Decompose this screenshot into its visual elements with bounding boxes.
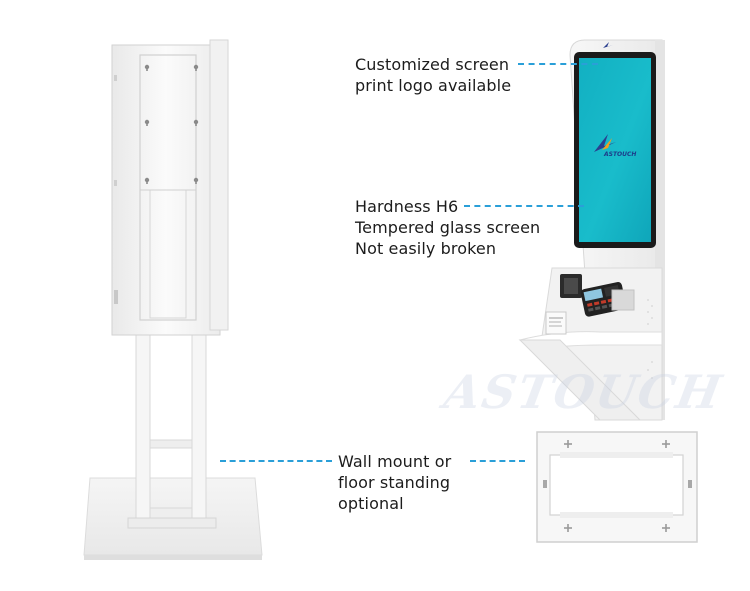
- callout-mount: Wall mount or floor standing optional: [338, 451, 451, 514]
- callout-dash-mount-left: [220, 460, 332, 462]
- stand-column-right: [191, 329, 207, 523]
- brand-watermark: ASTOUCH: [440, 365, 728, 419]
- callout-line: optional: [338, 494, 404, 513]
- callout-line: floor standing: [338, 473, 451, 492]
- receipt-printer-icon: [545, 311, 567, 335]
- callout-screen-logo: Customized screen print logo available: [355, 54, 511, 96]
- mounting-holes: [144, 64, 199, 184]
- screen-logo-text: ASTOUCH: [603, 151, 636, 158]
- top-logo: [603, 42, 613, 48]
- callout-line: print logo available: [355, 76, 512, 95]
- screen-logo: [594, 134, 616, 152]
- callout-dash-mount-right: [470, 460, 525, 462]
- callout-dash-screen: [518, 63, 598, 65]
- callout-line: Wall mount or: [338, 452, 452, 471]
- callout-glass: Hardness H6 Tempered glass screen Not ea…: [355, 196, 540, 259]
- callout-line: Hardness H6: [355, 197, 459, 216]
- wall-mount-bracket: [536, 431, 698, 543]
- back-view-kiosk: [83, 39, 263, 560]
- callout-line: Tempered glass screen: [355, 218, 541, 237]
- stand-column-left: [135, 329, 151, 523]
- touch-screen: [579, 58, 651, 242]
- callout-line: Not easily broken: [355, 239, 497, 258]
- callout-line: Customized screen: [355, 55, 510, 74]
- vesa-bracket: [139, 54, 197, 321]
- callout-dash-glass: [464, 205, 584, 207]
- front-view-kiosk: ASTOUCH: [518, 39, 665, 421]
